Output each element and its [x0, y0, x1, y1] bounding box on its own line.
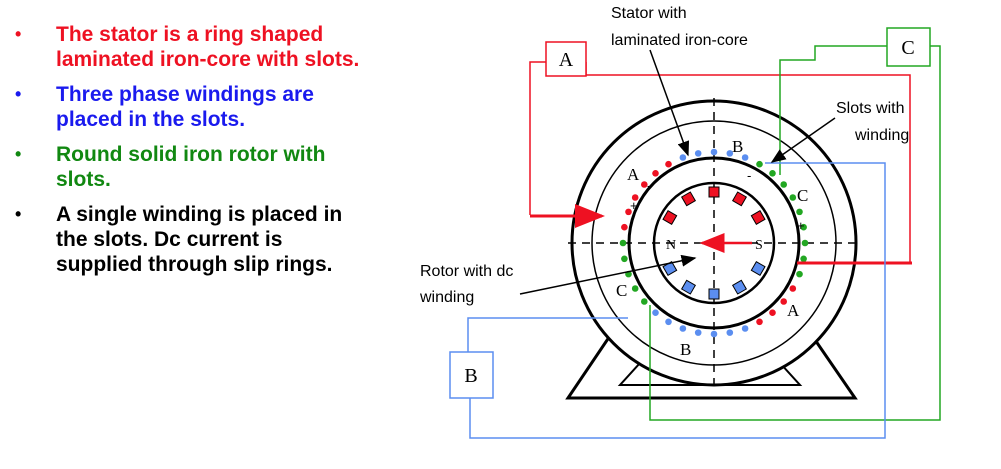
phase-box-b-label: B	[464, 365, 477, 387]
stator-slot-dot	[652, 169, 659, 177]
coil-label-c-right: C	[797, 186, 808, 205]
phase-c-wires	[649, 45, 941, 421]
bullet-dot: •	[15, 24, 22, 44]
stator-slot-dot	[640, 298, 648, 305]
stator-slot-dot	[640, 181, 648, 188]
rotor-slot-north	[750, 209, 766, 226]
stator-slot-dot	[652, 309, 659, 317]
bullet-text: Three phase windings are placed in the s…	[56, 83, 314, 131]
stator-slot-dot	[621, 255, 628, 263]
stator-slot-dot	[619, 239, 627, 247]
stator-slot-dot	[756, 318, 763, 326]
stator-slot-dot	[800, 223, 807, 231]
stator-slot-dot	[796, 208, 803, 216]
rotor-slot-south	[750, 260, 766, 277]
stator-slot-dot	[726, 150, 734, 157]
rotor-label-line2: winding	[419, 289, 474, 306]
slots-label-line2: winding	[854, 127, 909, 144]
phase-box-a: A	[545, 41, 587, 77]
pole-south: S	[755, 238, 763, 253]
stator-slot-dot	[726, 329, 734, 336]
rotor-slot-south	[731, 279, 748, 295]
sign-b-minus: -	[747, 168, 751, 183]
phase-box-c: C	[886, 27, 931, 67]
coil-label-b-top: B	[732, 137, 743, 156]
bullet-text: The stator is a ring shaped laminated ir…	[56, 23, 360, 71]
phase-box-a-label: A	[559, 49, 574, 71]
phase-b-wires	[467, 162, 886, 439]
stator-slot-dot	[625, 208, 632, 216]
bullet-dot: •	[15, 84, 22, 104]
rotor-slot-group	[662, 186, 766, 300]
stator-slot-dot	[665, 318, 672, 326]
coil-label-a-bottom: A	[787, 301, 800, 320]
stator-slot-dot	[710, 330, 718, 338]
bullet-windings: • Three phase windings are placed in the …	[10, 82, 360, 132]
stator-slot-dot	[741, 154, 749, 161]
stator-slot-dot	[710, 148, 718, 156]
bullet-dot: •	[15, 204, 22, 224]
stator-label-line2: laminated iron-core	[611, 32, 748, 49]
stator-slot-dot	[796, 270, 803, 278]
stator-slot-dot	[780, 298, 788, 305]
rotor-slot-north	[708, 186, 720, 198]
rotor-slot-north	[662, 209, 678, 226]
stator-slot-dot	[769, 169, 776, 177]
bullet-stator: • The stator is a ring shaped laminated i…	[10, 22, 360, 72]
bullet-text: Round solid iron rotor with slots.	[56, 143, 326, 191]
rotor-slot-north	[731, 191, 748, 207]
stator-pointer	[649, 49, 690, 157]
phase-box-c-label: C	[901, 37, 914, 59]
stator-slot-dot	[665, 160, 672, 168]
stator-slot-dot	[621, 223, 628, 231]
bullet-text: A single winding is placed in the slots.…	[56, 203, 343, 276]
stator-slot-group	[619, 148, 809, 338]
stator-slot-dot	[631, 194, 639, 201]
rotor-slot-north	[680, 191, 697, 207]
slots-label-line1: Slots with	[836, 100, 904, 117]
bullet-rotor: • Round solid iron rotor with slots.	[10, 142, 360, 192]
stator-slot-dot	[789, 194, 797, 201]
sign-a-minus: -	[647, 178, 651, 193]
slots-pointer	[770, 117, 836, 163]
bullet-list: • The stator is a ring shaped laminated i…	[10, 22, 360, 287]
stator-slot-dot	[756, 160, 763, 168]
stator-slot-dot	[789, 285, 797, 292]
sign-c-plus: +	[797, 218, 805, 233]
bullet-dc-winding: • A single winding is placed in the slots…	[10, 202, 360, 277]
phase-box-b: B	[449, 351, 494, 399]
coil-label-b-bottom: B	[680, 340, 691, 359]
stator-slot-dot	[769, 309, 776, 317]
rotor-label-line1: Rotor with dc	[420, 263, 513, 280]
stator-slot-dot	[741, 325, 749, 332]
stator-slot-dot	[694, 150, 702, 157]
rotor-slot-south	[708, 288, 720, 300]
stator-slot-dot	[631, 285, 639, 292]
sign-a-plus: +	[630, 198, 638, 213]
stator-slot-dot	[800, 255, 807, 263]
stator-label-line1: Stator with	[611, 5, 687, 22]
coil-label-c-left: C	[616, 281, 627, 300]
stator-slot-dot	[801, 239, 809, 247]
stator-slot-dot	[679, 325, 687, 332]
rotor-slot-south	[680, 279, 697, 295]
pole-north: N	[666, 238, 676, 253]
stator-slot-dot	[694, 329, 702, 336]
bullet-dot: •	[15, 144, 22, 164]
stator-slot-dot	[780, 181, 788, 188]
stator-slot-dot	[679, 154, 687, 161]
coil-label-a-top: A	[627, 165, 640, 184]
rotor-pointer	[519, 254, 697, 295]
